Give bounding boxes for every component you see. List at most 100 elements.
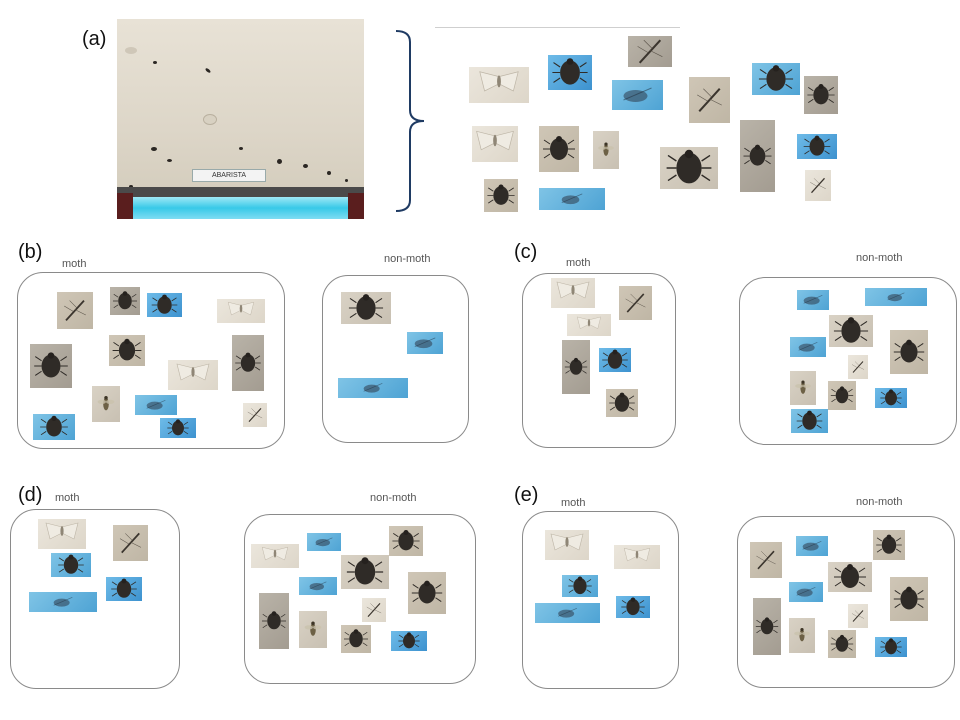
beetle-thumbnail-icon <box>160 418 196 438</box>
moth-thumbnail-icon <box>472 126 518 162</box>
beetle-thumbnail-icon <box>33 414 75 440</box>
blurred-insect-thumbnail-icon <box>135 395 177 415</box>
beetle-thumbnail-icon <box>828 562 872 592</box>
blurred-insect-thumbnail-icon <box>789 582 823 602</box>
beetle-thumbnail-icon <box>341 555 389 589</box>
moth-thumbnail-icon <box>614 545 660 569</box>
beetle-thumbnail-icon <box>391 631 427 651</box>
blurred-insect-thumbnail-icon <box>790 337 826 357</box>
curly-bracket-icon <box>395 30 425 212</box>
beetle-thumbnail-icon <box>828 630 856 658</box>
beetle-thumbnail-icon <box>147 293 182 317</box>
beetle-thumbnail-icon <box>828 381 856 410</box>
beetle-thumbnail-icon <box>408 572 446 614</box>
beetle-thumbnail-icon <box>804 76 838 114</box>
blurred-insect-thumbnail-icon <box>612 80 663 110</box>
moth-thumbnail-icon <box>168 360 218 390</box>
beetle-thumbnail-icon <box>484 179 518 212</box>
beetle-thumbnail-icon <box>109 335 145 366</box>
fly-thumbnail-icon <box>299 611 327 648</box>
panel-label-a: (a) <box>82 28 107 50</box>
moth-thumbnail-icon <box>551 278 595 308</box>
beetle-thumbnail-icon <box>875 388 907 408</box>
blurred-insect-thumbnail-icon <box>535 603 600 623</box>
moth-group-title-b: moth <box>62 258 87 270</box>
mosquito-thumbnail-icon <box>628 36 672 67</box>
fly-thumbnail-icon <box>789 618 815 653</box>
beetle-thumbnail-icon <box>341 625 371 653</box>
beetle-thumbnail-icon <box>599 348 631 372</box>
moth-thumbnail-icon <box>469 67 529 103</box>
moth-thumbnail-icon <box>567 314 611 336</box>
beetle-thumbnail-icon <box>389 526 423 556</box>
non-moth-group-title-c: non-moth <box>856 252 903 264</box>
beetle-thumbnail-icon <box>740 120 775 192</box>
mosquito-thumbnail-icon <box>57 292 93 329</box>
mosquito-thumbnail-icon <box>113 525 148 561</box>
beetle-thumbnail-icon <box>791 409 828 433</box>
moth-group-title-e: moth <box>561 497 586 509</box>
blurred-insect-thumbnail-icon <box>539 188 605 210</box>
mosquito-thumbnail-icon <box>805 170 831 201</box>
blurred-insect-thumbnail-icon <box>797 290 829 310</box>
fly-thumbnail-icon <box>593 131 619 169</box>
panel-label-b: (b) <box>18 241 43 263</box>
beetle-thumbnail-icon <box>110 287 140 315</box>
beetle-thumbnail-icon <box>606 389 638 417</box>
blurred-insect-thumbnail-icon <box>865 288 927 306</box>
blurred-insect-thumbnail-icon <box>299 577 337 595</box>
blurred-insect-thumbnail-icon <box>407 332 443 354</box>
beetle-thumbnail-icon <box>873 530 905 560</box>
beetle-thumbnail-icon <box>660 147 718 189</box>
beetle-thumbnail-icon <box>341 292 391 324</box>
panel-label-e: (e) <box>514 484 539 506</box>
mosquito-thumbnail-icon <box>362 598 386 622</box>
moth-thumbnail-icon <box>38 519 86 549</box>
mosquito-thumbnail-icon <box>750 542 782 578</box>
beetle-thumbnail-icon <box>890 330 928 374</box>
non-moth-group-title-d: non-moth <box>370 492 417 504</box>
uv-lamp <box>117 197 364 219</box>
divider-line <box>435 27 680 28</box>
moth-thumbnail-icon <box>217 299 265 323</box>
fly-thumbnail-icon <box>790 371 816 405</box>
lamp-cap-left <box>117 193 133 219</box>
mosquito-thumbnail-icon <box>619 286 652 320</box>
mosquito-thumbnail-icon <box>848 604 868 628</box>
light-trap-photo: ABARISTA <box>117 19 364 219</box>
non-moth-group-title-b: non-moth <box>384 253 431 265</box>
panel-label-d: (d) <box>18 484 43 506</box>
beetle-thumbnail-icon <box>562 340 590 394</box>
mosquito-thumbnail-icon <box>848 355 868 379</box>
moth-thumbnail-icon <box>545 530 589 560</box>
beetle-thumbnail-icon <box>30 344 72 388</box>
non-moth-group-title-e: non-moth <box>856 496 903 508</box>
beetle-thumbnail-icon <box>232 335 264 391</box>
panel-label-c: (c) <box>514 241 538 263</box>
beetle-thumbnail-icon <box>829 315 873 347</box>
moth-thumbnail-icon <box>251 544 299 568</box>
beetle-thumbnail-icon <box>616 596 650 618</box>
moth-group-title-d: moth <box>55 492 80 504</box>
beetle-thumbnail-icon <box>539 126 579 172</box>
beetle-thumbnail-icon <box>548 55 592 90</box>
beetle-thumbnail-icon <box>890 577 928 621</box>
mosquito-thumbnail-icon <box>243 403 267 427</box>
beetle-thumbnail-icon <box>753 598 781 655</box>
beetle-thumbnail-icon <box>259 593 289 649</box>
beetle-thumbnail-icon <box>562 575 598 597</box>
beetle-thumbnail-icon <box>875 637 907 657</box>
blurred-insect-thumbnail-icon <box>796 536 828 556</box>
beetle-thumbnail-icon <box>752 63 800 95</box>
beetle-thumbnail-icon <box>797 134 837 159</box>
fly-thumbnail-icon <box>92 386 120 422</box>
moth-group-title-c: moth <box>566 257 591 269</box>
blurred-insect-thumbnail-icon <box>29 592 97 612</box>
blurred-insect-thumbnail-icon <box>338 378 408 398</box>
blurred-insect-thumbnail-icon <box>307 533 341 551</box>
mosquito-thumbnail-icon <box>689 77 730 123</box>
beetle-thumbnail-icon <box>51 553 91 577</box>
beetle-thumbnail-icon <box>106 577 142 601</box>
lamp-sticker: ABARISTA <box>192 169 266 182</box>
lamp-cap-right <box>348 193 364 219</box>
